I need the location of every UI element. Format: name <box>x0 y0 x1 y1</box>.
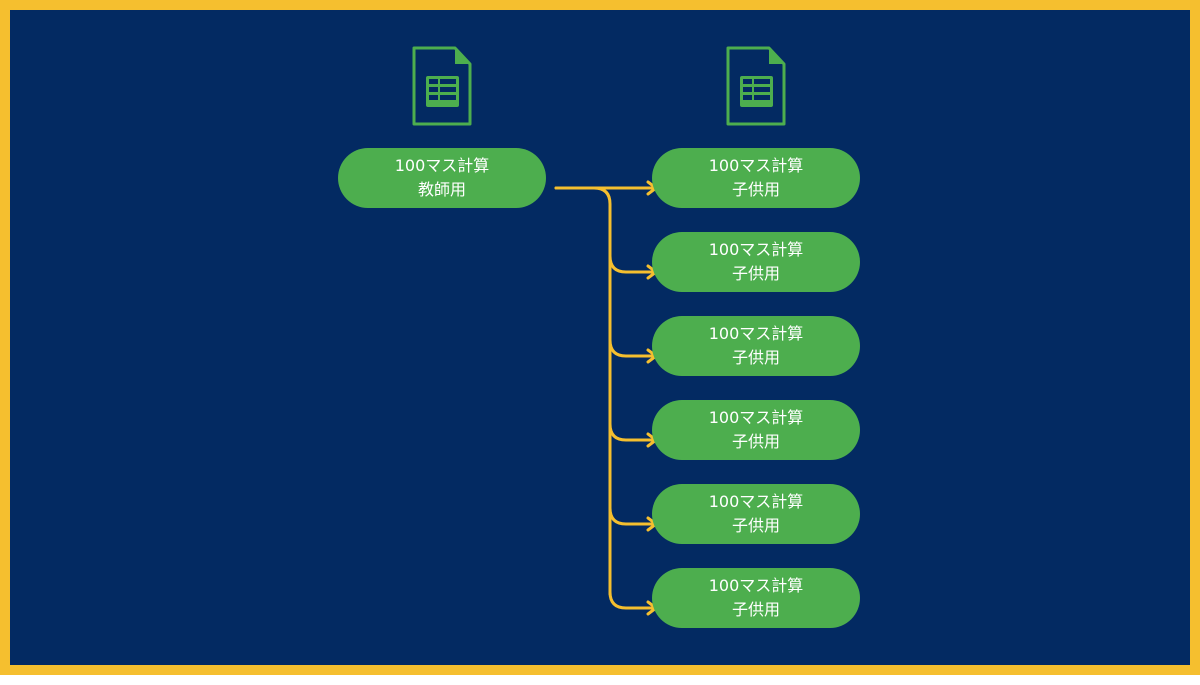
teacher-node-title: 100マス計算 <box>394 156 490 175</box>
child-node-title: 100マス計算 <box>708 576 804 595</box>
connector-arrow-2 <box>608 254 658 274</box>
spreadsheet-icon <box>726 46 786 126</box>
child-node-title: 100マス計算 <box>708 492 804 511</box>
connector-arrow-4 <box>608 422 658 442</box>
connector-layer <box>554 180 658 616</box>
child-node-subtitle: 子供用 <box>731 180 780 199</box>
child-node-subtitle: 子供用 <box>731 516 780 535</box>
connector-arrow-5 <box>608 506 658 526</box>
teacher-node: 100マス計算 教師用 <box>338 148 546 208</box>
child-node-4: 100マス計算 子供用 <box>652 400 860 460</box>
child-node-subtitle: 子供用 <box>731 600 780 619</box>
child-node-title: 100マス計算 <box>708 408 804 427</box>
child-node-title: 100マス計算 <box>708 240 804 259</box>
child-node-3: 100マス計算 子供用 <box>652 316 860 376</box>
child-node-5: 100マス計算 子供用 <box>652 484 860 544</box>
child-node-1: 100マス計算 子供用 <box>652 148 860 208</box>
child-node-title: 100マス計算 <box>708 156 804 175</box>
connector-trunk <box>554 186 612 596</box>
connector-arrow-6 <box>608 590 658 610</box>
connector-arrow-3 <box>608 338 658 358</box>
child-node-6: 100マス計算 子供用 <box>652 568 860 628</box>
child-node-title: 100マス計算 <box>708 324 804 343</box>
child-node-subtitle: 子供用 <box>731 432 780 451</box>
child-node-2: 100マス計算 子供用 <box>652 232 860 292</box>
child-node-subtitle: 子供用 <box>731 264 780 283</box>
child-node-subtitle: 子供用 <box>731 348 780 367</box>
spreadsheet-icon <box>412 46 472 126</box>
teacher-node-subtitle: 教師用 <box>417 180 466 199</box>
